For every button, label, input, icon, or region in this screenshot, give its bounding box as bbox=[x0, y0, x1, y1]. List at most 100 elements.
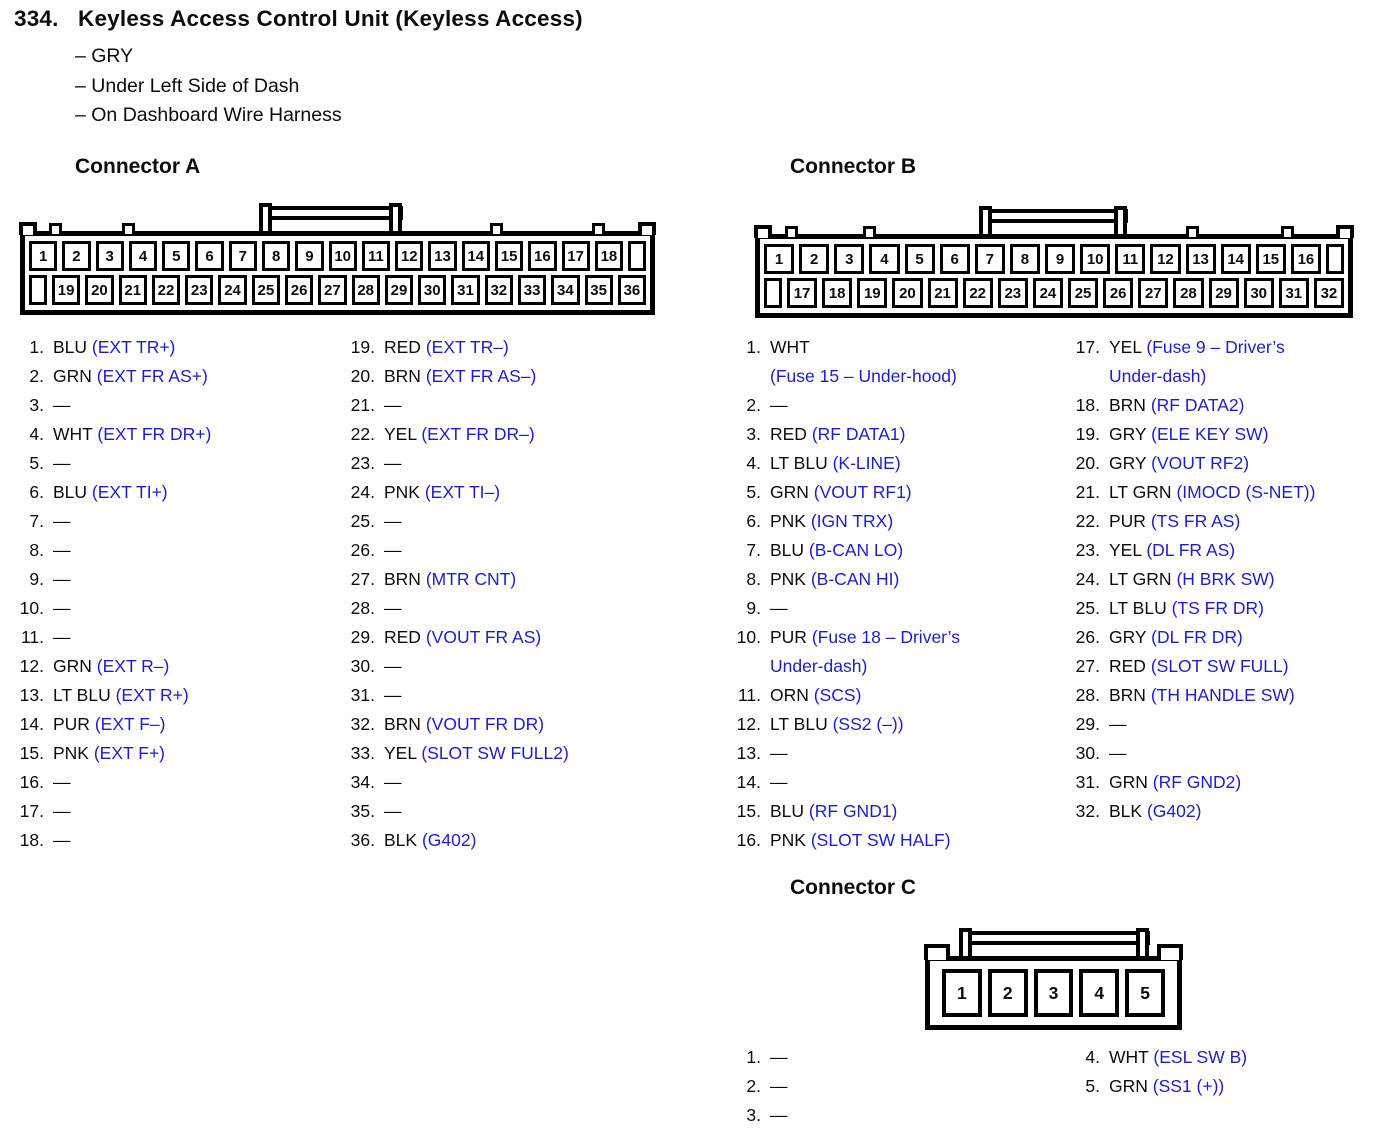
signal-label: (RF DATA2) bbox=[1150, 395, 1245, 415]
pin-number: 11. bbox=[20, 627, 44, 647]
pin-entry: RED (EXT TR–) bbox=[384, 333, 509, 362]
pin-row: 11.ORN (SCS) bbox=[731, 681, 960, 710]
pin-number: 18. bbox=[1075, 395, 1100, 415]
pin-number: 5. bbox=[1085, 1076, 1100, 1096]
signal-label: (K-LINE) bbox=[832, 453, 901, 473]
pin-cell: 35 bbox=[584, 275, 613, 305]
pin-row: 5.GRN (VOUT RF1) bbox=[731, 478, 960, 507]
wire-color: — bbox=[770, 1047, 788, 1067]
pin-number: 28. bbox=[350, 598, 375, 618]
wire-color: GRN bbox=[53, 656, 92, 676]
wire-color: PUR bbox=[1109, 511, 1146, 531]
wire-color: LT GRN bbox=[1109, 482, 1172, 502]
connector-c-title: Connector C bbox=[790, 876, 916, 899]
pin-number: 7. bbox=[29, 511, 44, 531]
signal-label: (VOUT FR AS) bbox=[425, 627, 542, 647]
pin-entry: — bbox=[770, 1072, 788, 1101]
wire-color: BRN bbox=[1109, 685, 1146, 705]
pin-row: 4.LT BLU (K-LINE) bbox=[731, 449, 960, 478]
pin-row: 14.PUR (EXT F–) bbox=[14, 710, 211, 739]
wire-color: — bbox=[770, 1076, 788, 1096]
pin-cell: 11 bbox=[361, 241, 391, 271]
pin-row: 29.— bbox=[1066, 710, 1315, 739]
pin-row: 21.LT GRN (IMOCD (S-NET)) bbox=[1066, 478, 1316, 507]
pin-entry: PNK (EXT F+) bbox=[53, 739, 165, 768]
wire-color: LT BLU bbox=[1109, 598, 1167, 618]
pin-row: 20.GRY (VOUT RF2) bbox=[1066, 449, 1315, 478]
pin-cell: 5 bbox=[1125, 969, 1165, 1017]
pin-row: 36.BLK (G402) bbox=[345, 826, 569, 855]
pin-entry: GRN (EXT R–) bbox=[53, 652, 169, 681]
pin-cell: 7 bbox=[974, 244, 1005, 274]
pin-row: 31.GRN (RF GND2) bbox=[1066, 768, 1315, 797]
wire-color: RED bbox=[384, 337, 421, 357]
wire-color: — bbox=[53, 540, 71, 560]
pin-row: 27.BRN (MTR CNT) bbox=[345, 565, 569, 594]
pin-number: 28. bbox=[1075, 685, 1100, 705]
pin-row: 25.LT BLU (TS FR DR) bbox=[1066, 594, 1315, 623]
wire-color: — bbox=[770, 772, 788, 792]
corner-tab bbox=[1157, 944, 1183, 960]
blank-cell bbox=[764, 278, 782, 308]
signal-label: (Fuse 9 – Driver’s bbox=[1146, 337, 1285, 357]
pin-row: 9.— bbox=[731, 594, 960, 623]
pin-cell: 26 bbox=[284, 275, 314, 305]
pin-cell: 9 bbox=[1045, 244, 1076, 274]
pin-row: 7.— bbox=[14, 507, 211, 536]
wire-color: WHT bbox=[770, 337, 810, 357]
pin-number: 25. bbox=[350, 511, 375, 531]
latch-bar bbox=[964, 931, 1151, 945]
pin-number: 3. bbox=[746, 424, 761, 444]
pin-entry: — bbox=[384, 449, 402, 478]
page-title: 334. Keyless Access Control Unit (Keyles… bbox=[14, 6, 583, 32]
corner-tab bbox=[924, 944, 950, 960]
pin-row: 32.BRN (VOUT FR DR) bbox=[345, 710, 569, 739]
signal-label: (EXT TR–) bbox=[425, 337, 509, 357]
signal-label: (Fuse 15 – Under-hood) bbox=[770, 366, 957, 386]
wire-color: — bbox=[53, 830, 71, 850]
wire-color: BLK bbox=[384, 830, 418, 850]
signal-label: (TS FR DR) bbox=[1171, 598, 1264, 618]
pin-entry: GRY (DL FR DR) bbox=[1109, 623, 1243, 652]
pin-number: 11. bbox=[737, 685, 761, 705]
mount-tab bbox=[862, 226, 876, 237]
signal-label: (SLOT SW FULL) bbox=[1150, 656, 1289, 676]
blank-cell bbox=[628, 241, 647, 271]
pin-row: 1.BLU (EXT TR+) bbox=[14, 333, 211, 362]
pin-cell: 16 bbox=[1290, 244, 1321, 274]
pin-number: 2. bbox=[746, 1076, 761, 1096]
pin-entry: GRN (RF GND2) bbox=[1109, 768, 1241, 797]
pin-cell: 5 bbox=[904, 244, 935, 274]
pin-number: 8. bbox=[746, 569, 761, 589]
wire-color: GRN bbox=[1109, 1076, 1148, 1096]
pin-entry: — bbox=[384, 594, 402, 623]
pin-entry: — bbox=[1109, 739, 1127, 768]
signal-label: (ELE KEY SW) bbox=[1151, 424, 1269, 444]
pin-number: 27. bbox=[350, 569, 375, 589]
pin-cell: 2 bbox=[62, 241, 91, 271]
pin-entry: PNK (SLOT SW HALF) bbox=[770, 826, 951, 855]
pin-cell: 15 bbox=[1255, 244, 1286, 274]
pin-cell: 17 bbox=[787, 278, 818, 308]
signal-label: (TH HANDLE SW) bbox=[1150, 685, 1295, 705]
pin-row: 18.— bbox=[14, 826, 211, 855]
pin-cell: 15 bbox=[494, 241, 524, 271]
corner-tab bbox=[19, 222, 37, 235]
unit-details: – GRY – Under Left Side of Dash – On Das… bbox=[75, 42, 342, 131]
pin-cell: 16 bbox=[528, 241, 557, 271]
pin-number: 12. bbox=[19, 656, 44, 676]
pin-number: 21. bbox=[350, 395, 375, 415]
pin-number: 6. bbox=[746, 511, 761, 531]
pin-row: 11.— bbox=[14, 623, 211, 652]
pin-entry: PUR (EXT F–) bbox=[53, 710, 166, 739]
mount-tab bbox=[490, 223, 504, 234]
mount-tab bbox=[48, 223, 62, 234]
signal-label: (IMOCD (S-NET)) bbox=[1176, 482, 1316, 502]
signal-label: (SS1 (+)) bbox=[1152, 1076, 1225, 1096]
wire-color: — bbox=[53, 598, 71, 618]
